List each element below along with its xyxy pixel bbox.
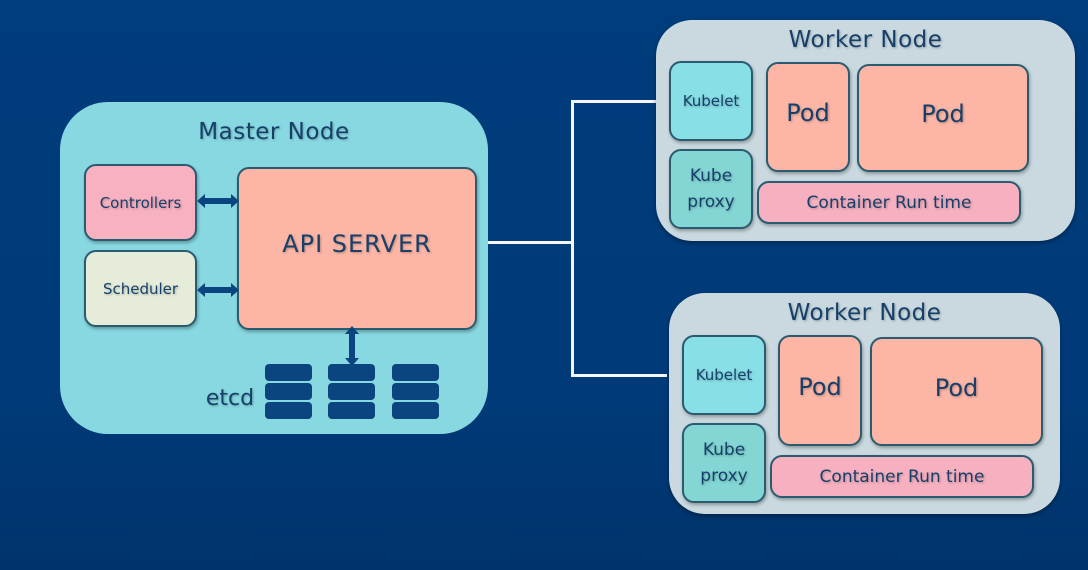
worker-1-kube-proxy-line2: proxy — [687, 192, 735, 212]
worker-2-pod-1: Pod — [778, 335, 862, 446]
worker-2-kube-proxy-line1: Kube — [702, 440, 746, 460]
api-etcd-arrow-icon — [345, 326, 359, 366]
worker-1-container-runtime: Container Run time — [757, 181, 1021, 224]
worker-node-1-title: Worker Node — [788, 27, 943, 53]
controllers-api-arrow-icon — [197, 194, 239, 208]
connector-api-to-trunk — [482, 241, 574, 244]
connector-to-worker-2 — [571, 374, 667, 377]
worker-2-kube-proxy: Kube proxy — [682, 423, 766, 503]
etcd-database-icon-2 — [328, 364, 375, 419]
worker-1-kube-proxy-line1: Kube — [689, 166, 733, 186]
worker-2-container-runtime: Container Run time — [770, 455, 1034, 498]
connector-to-worker-1 — [571, 100, 661, 103]
worker-2-pod-2: Pod — [870, 337, 1043, 446]
master-node-title: Master Node — [198, 119, 350, 145]
etcd-label: etcd — [205, 385, 255, 411]
connector-trunk-vertical — [571, 100, 574, 377]
worker-1-pod-2: Pod — [857, 64, 1029, 172]
worker-1-pod-1: Pod — [766, 62, 850, 172]
worker-node-2-title: Worker Node — [787, 300, 942, 326]
scheduler-api-arrow-icon — [197, 283, 239, 297]
controllers-box: Controllers — [84, 164, 197, 241]
worker-1-kube-proxy: Kube proxy — [669, 149, 753, 229]
etcd-database-icon-3 — [392, 364, 439, 419]
etcd-database-icon-1 — [265, 364, 312, 419]
api-server-box: API SERVER — [237, 167, 477, 330]
worker-2-kube-proxy-line2: proxy — [700, 466, 748, 486]
scheduler-box: Scheduler — [84, 250, 197, 327]
worker-1-kubelet: Kubelet — [669, 61, 753, 141]
worker-2-kubelet: Kubelet — [682, 335, 766, 415]
